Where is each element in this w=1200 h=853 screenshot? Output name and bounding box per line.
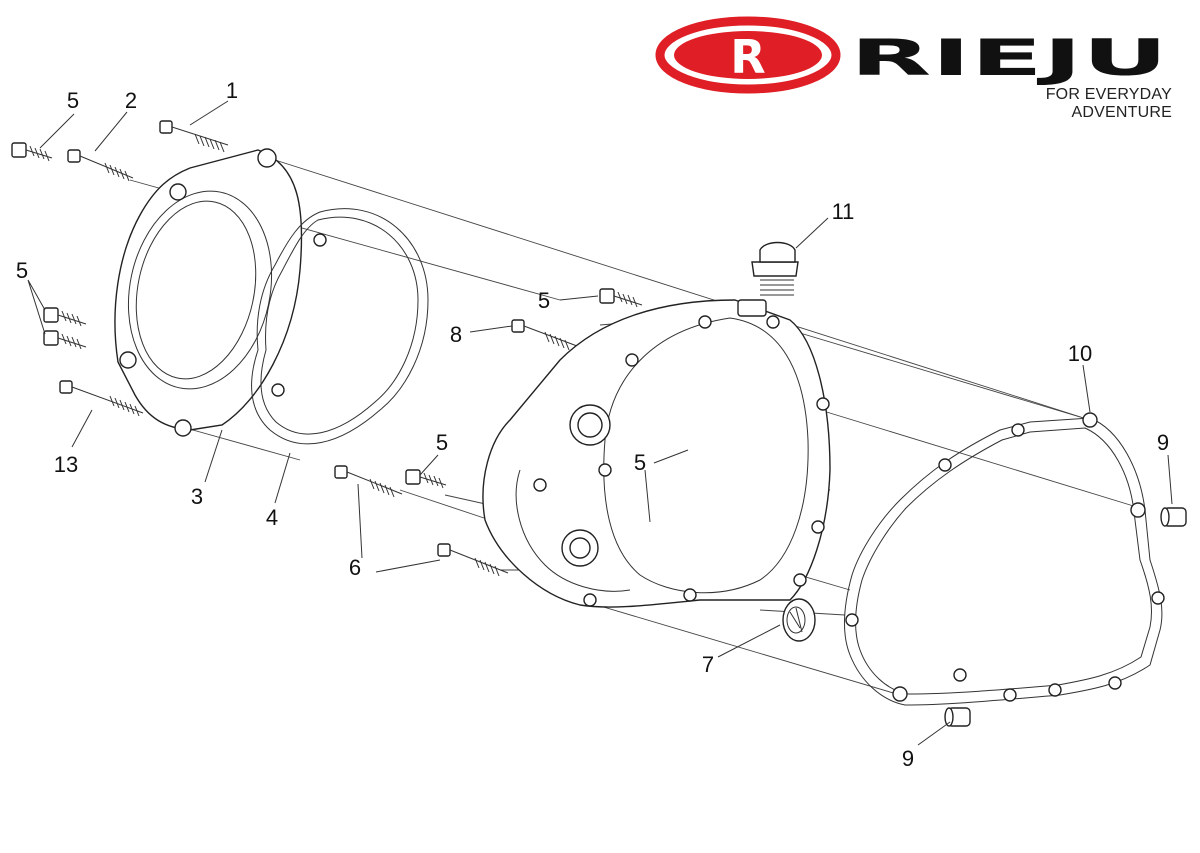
callout-9-bottom: 9 bbox=[902, 746, 914, 771]
callout-2: 2 bbox=[125, 88, 137, 113]
callout-4: 4 bbox=[266, 505, 278, 530]
bolt-5-left-lower bbox=[43, 330, 87, 350]
bolt-8 bbox=[511, 319, 578, 351]
callout-13: 13 bbox=[54, 452, 78, 477]
dowel-pin-bottom bbox=[944, 707, 971, 727]
callout-8: 8 bbox=[450, 322, 462, 347]
brand-tagline: FOR EVERYDAY ADVENTURE bbox=[1045, 86, 1172, 121]
dowel-pin-right bbox=[1160, 507, 1187, 527]
callout-9-right: 9 bbox=[1157, 430, 1169, 455]
bolt-2 bbox=[67, 149, 134, 182]
logo-wordmark: RIEJU bbox=[850, 29, 1168, 87]
callout-11: 11 bbox=[832, 199, 855, 224]
bolt-13 bbox=[59, 380, 144, 417]
callout-labels: 1 2 3 4 5 5 5 5 5 6 7 8 9 9 10 11 13 bbox=[16, 78, 1169, 771]
callout-5-top-left: 5 bbox=[67, 88, 79, 113]
callout-5-center-mid: 5 bbox=[634, 450, 646, 475]
bolt-5-lower-left bbox=[405, 469, 447, 489]
bolt-6 bbox=[334, 465, 403, 498]
bolt-1 bbox=[159, 120, 229, 153]
oil-filler-cap bbox=[751, 241, 799, 296]
logo-letter: R bbox=[730, 30, 765, 84]
callout-6: 6 bbox=[349, 555, 361, 580]
logo-inner-oval bbox=[674, 31, 822, 79]
callout-5-lower-left: 5 bbox=[436, 430, 448, 455]
rieju-logo: R RIEJU bbox=[655, 16, 1168, 94]
crankcase-gasket bbox=[843, 412, 1165, 706]
cover-gasket-ring bbox=[251, 208, 429, 445]
bolt-5-top-left bbox=[11, 142, 53, 162]
callout-7: 7 bbox=[702, 652, 714, 677]
bolt-6-lower bbox=[437, 543, 509, 577]
callout-5-center-top: 5 bbox=[538, 288, 550, 313]
callout-1: 1 bbox=[226, 78, 238, 103]
crankcase-cover bbox=[482, 299, 831, 608]
callout-10: 10 bbox=[1068, 341, 1092, 366]
oil-seal bbox=[782, 598, 816, 642]
callout-5-left: 5 bbox=[16, 258, 28, 283]
bolt-5-left-upper bbox=[43, 307, 87, 327]
bolt-5-center-top bbox=[599, 288, 643, 308]
callout-leader-lines bbox=[27, 100, 1173, 746]
callout-3: 3 bbox=[191, 484, 203, 509]
